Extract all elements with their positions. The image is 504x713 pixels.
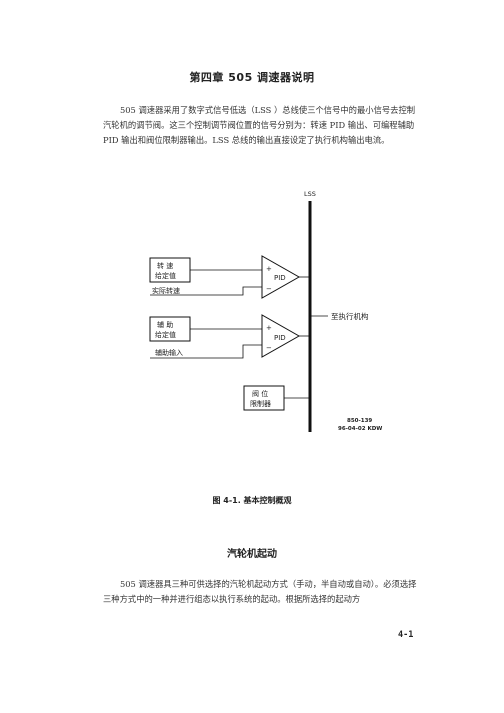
actual-speed-wire	[150, 286, 262, 296]
aux-setpoint-line2: 给定值	[155, 330, 176, 339]
section-paragraph: 505 调速器具三种可供选择的汽轮机起动方式（手动，半自动或自动）。必须选择三种…	[103, 579, 417, 604]
valve-limiter-line2: 限制器	[250, 399, 271, 408]
speed-pid-label: PID	[274, 274, 286, 282]
actual-speed-label: 实际转速	[152, 286, 180, 295]
drawing-date: 96-04-02 KDW	[338, 426, 382, 432]
aux-pid-triangle	[261, 314, 301, 358]
page-number: 4-1	[398, 630, 414, 640]
section-title: 汽轮机起动	[227, 549, 277, 560]
speed-setpoint-line1: 转 速	[157, 261, 173, 270]
to-actuator-label: 至执行机构	[331, 311, 369, 321]
aux-pid-label: PID	[274, 334, 286, 342]
figure-caption: 图 4-1. 基本控制概观	[212, 496, 292, 505]
aux-pid-plus: +	[266, 324, 272, 332]
speed-pid-triangle	[261, 255, 301, 299]
aux-input-label: 辅助输入	[155, 348, 183, 357]
aux-input-wire	[150, 344, 262, 359]
speed-pid-plus: +	[266, 265, 272, 273]
speed-pid-minus: −	[266, 285, 272, 293]
chapter-title: 第四章 505 调速器说明	[189, 71, 315, 84]
drawing-number: 850-139	[347, 418, 372, 424]
valve-limiter-line1: 阀 位	[252, 389, 268, 398]
speed-setpoint-line2: 给定值	[155, 271, 176, 280]
aux-setpoint-line1: 辅 助	[157, 320, 173, 329]
intro-paragraph: 505 调速器采用了数字式信号低选（LSS ）总线使三个信号中的最小信号去控制汽…	[103, 105, 416, 145]
lss-label: LSS	[304, 190, 316, 198]
aux-pid-minus: −	[266, 344, 272, 352]
